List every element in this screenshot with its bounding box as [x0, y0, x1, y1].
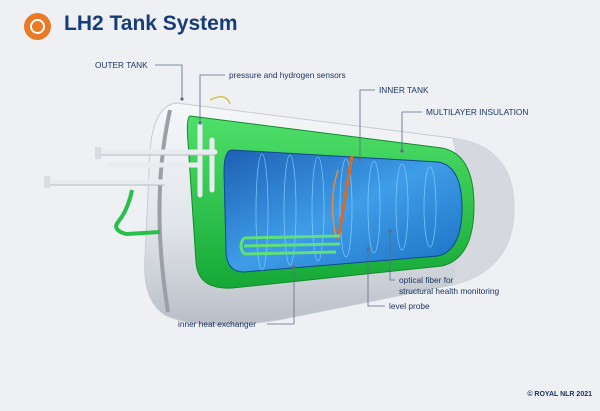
pipes: [45, 122, 218, 198]
optical-fiber-rings: [255, 153, 437, 271]
green-pipe: [114, 189, 161, 237]
inner-heat-exchanger: [239, 234, 341, 256]
leader-outer-tank: [155, 64, 183, 98]
leader-sensors: [199, 74, 225, 122]
leader-insulation: [401, 111, 422, 150]
leader-level-probe: [367, 250, 385, 307]
label-optical-fiber-line1: optical fiber for: [399, 275, 454, 285]
label-pressure-hydrogen-sensors: pressure and hydrogen sensors: [229, 70, 346, 80]
label-inner-tank: INNER TANK: [379, 85, 429, 95]
label-outer-tank: OUTER TANK: [95, 60, 148, 70]
copyright-notice: © ROYAL NLR 2021: [527, 391, 592, 398]
label-multilayer-insulation: MULTILAYER INSULATION: [426, 107, 529, 117]
leader-heat-exchanger: [267, 268, 295, 325]
label-optical-fiber-line2: structural health monitoring: [399, 286, 500, 296]
level-probe: [336, 155, 354, 241]
nlr-logo-icon: [24, 13, 51, 40]
label-inner-heat-exchanger: inner heat exchanger: [178, 319, 256, 329]
page-title: LH2 Tank System: [64, 12, 238, 35]
leader-optical-fiber: [389, 232, 395, 281]
leader-inner-tank: [359, 89, 375, 158]
label-level-probe: level probe: [389, 301, 430, 311]
